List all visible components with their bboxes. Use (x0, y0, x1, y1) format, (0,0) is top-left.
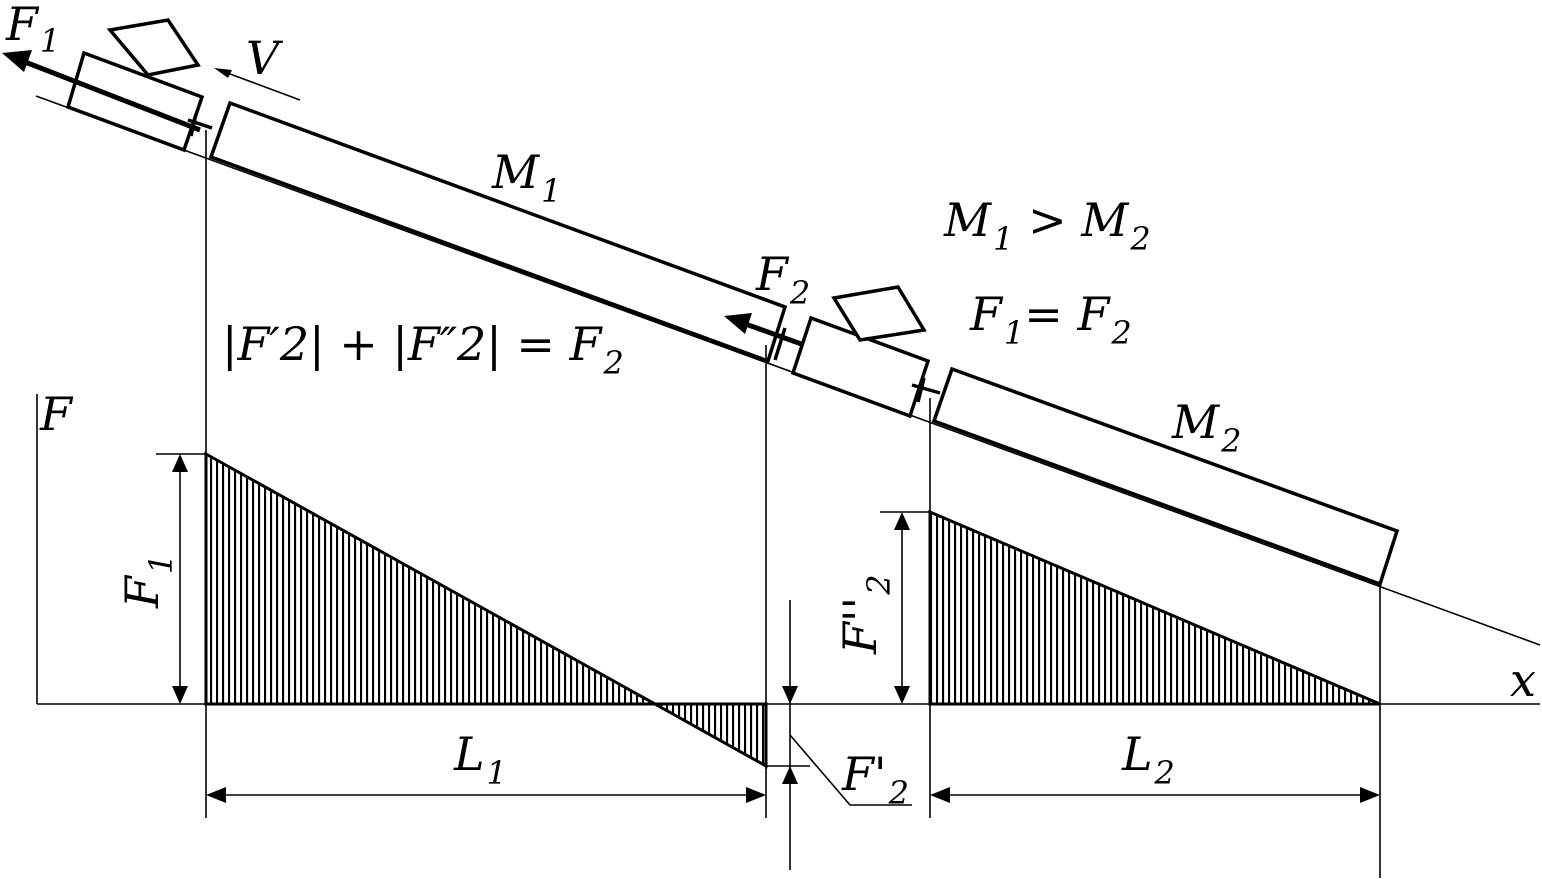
dim-l2 (930, 787, 1380, 803)
force-triangle-2 (928, 509, 1381, 706)
locomotive-1 (65, 18, 213, 153)
label-v: V (246, 31, 284, 85)
label-f2-top: F2 (755, 247, 810, 312)
dim-f2pp (894, 512, 910, 704)
label-m1: M1 (491, 145, 561, 210)
force-triangle-1-negative (649, 702, 768, 769)
dim-f1 (172, 454, 188, 704)
dim-l1 (206, 787, 766, 803)
label-m2: M2 (1171, 395, 1241, 460)
force-arrow-f1 (2, 50, 201, 133)
label-f1-dim: F1 (115, 554, 180, 609)
label-m1-gt-m2: M1 > M2 (943, 193, 1151, 258)
label-f2p-dim: F'2 (841, 747, 909, 812)
label-f2pp-dim: F''2 (833, 574, 898, 655)
force-triangle-1 (204, 451, 661, 706)
label-sum-formula: |F′2| + |F″2| = F2 (222, 317, 624, 382)
label-l1: L1 (453, 727, 507, 792)
label-l2: L2 (1121, 727, 1175, 792)
label-axis-f: F (39, 387, 74, 441)
velocity-arrow (214, 68, 301, 101)
slope-line (35, 95, 1541, 646)
locomotive-2 (790, 285, 941, 419)
label-f1-eq-f2: F1= F2 (969, 287, 1132, 352)
label-f1-top: F1 (5, 0, 60, 60)
wagon-m1 (208, 100, 788, 364)
dim-f2p (782, 686, 912, 806)
label-axis-x: x (1510, 653, 1536, 707)
